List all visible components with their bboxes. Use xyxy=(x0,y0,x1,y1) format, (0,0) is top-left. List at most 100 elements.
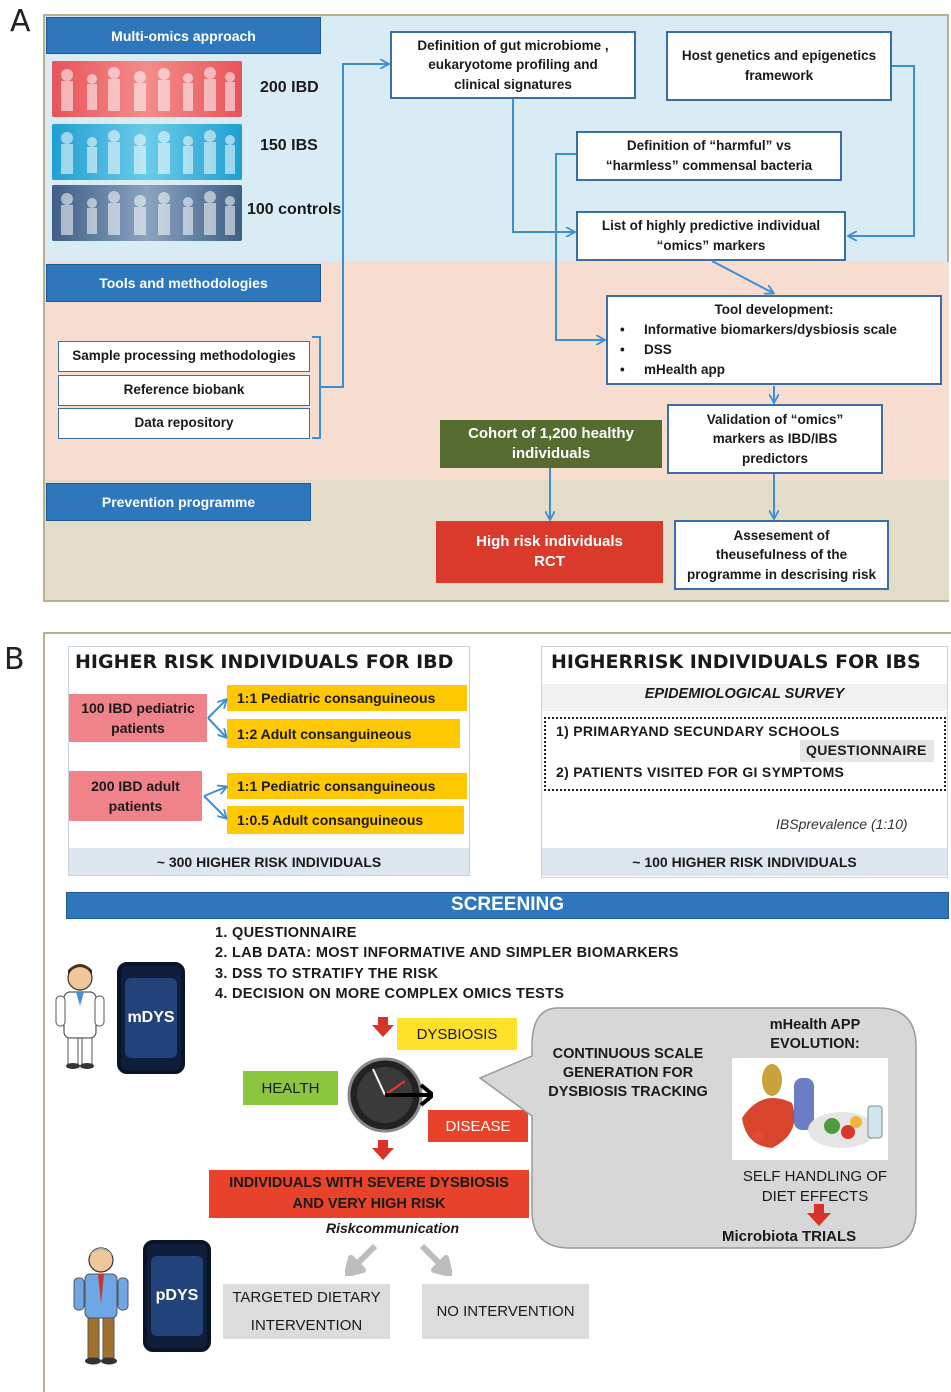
mdys-label: mDYS xyxy=(125,978,177,1058)
targeted-line-1: TARGETED DIETARY xyxy=(232,1288,381,1306)
method-data-repository: Data repository xyxy=(58,408,310,439)
tool-item: DSS xyxy=(614,340,934,361)
tool-item: Informative biomarkers/dysbiosis scale xyxy=(614,320,934,341)
mhealth-line-1: mHealth APP xyxy=(769,1017,861,1033)
ibs-survey-bar xyxy=(542,684,947,711)
assessment-line-2: theusefulness of the xyxy=(715,547,848,563)
ibd-adult-line-2: patients xyxy=(108,798,163,814)
high-risk-rct-box: High risk individuals RCT xyxy=(436,521,663,583)
tool-development-box: Tool development: Informative biomarkers… xyxy=(606,295,942,385)
arrow-down-icon xyxy=(372,1017,394,1037)
markers-box: List of highly predictive individual “om… xyxy=(576,211,846,261)
targeted-line-2: INTERVENTION xyxy=(250,1316,363,1334)
people-silhouettes-icon xyxy=(61,67,235,111)
highrisk-line-2: RCT xyxy=(534,553,565,570)
self-line-1: SELF HANDLING OF xyxy=(742,1168,888,1185)
harmful-box: Definition of “harmful” vs “harmless” co… xyxy=(576,131,842,181)
people-silhouettes-icon xyxy=(61,130,235,174)
highrisk-line-1: High risk individuals xyxy=(476,532,623,550)
screening-step-4: 4. DECISION ON MORE COMPLEX OMICS TESTS xyxy=(215,986,565,1002)
screening-step-3: 3. DSS TO STRATIFY THE RISK xyxy=(215,966,439,982)
health-label: HEALTH xyxy=(243,1071,338,1105)
mdys-phone: mDYS xyxy=(117,962,185,1074)
controls-cohort-label: 100 controls xyxy=(247,201,342,218)
cohort-line-1: Cohort of 1,200 healthy xyxy=(468,424,634,442)
host-line-1: Host genetics and epigenetics xyxy=(681,47,877,63)
validation-line-3: predictors xyxy=(741,450,809,466)
ibd-ratio-2: 1:2 Adult consanguineous xyxy=(227,719,460,748)
panel-a-letter: A xyxy=(10,4,31,39)
ibs-crowd-image xyxy=(52,124,242,180)
grey-arrow-right-icon xyxy=(419,1243,452,1276)
self-handling-text: SELF HANDLING OF DIET EFFECTS xyxy=(725,1167,905,1206)
arrow-down-icon xyxy=(372,1140,394,1160)
risk-communication: Riskcommunication xyxy=(326,1220,460,1236)
ibs-line-1b: QUESTIONNAIRE xyxy=(806,742,927,758)
ibd-pediatric-group: 100 IBD pediatric patients xyxy=(69,694,207,742)
definition-box: Definition of gut microbiome , eukaryoto… xyxy=(390,31,636,99)
method-sample-processing: Sample processing methodologies xyxy=(58,341,310,372)
screening-step-2: 2. LAB DATA: MOST INFORMATIVE AND SIMPLE… xyxy=(215,945,679,961)
ibd-ratio-4: 1:0.5 Adult consanguineous xyxy=(227,806,464,834)
validation-line-1: Validation of “omics” xyxy=(706,411,844,427)
ibs-line-1: 1) PRIMARYAND SECUNDARY SCHOOLS xyxy=(556,723,840,739)
tool-item: mHealth app xyxy=(614,360,934,381)
markers-line-1: List of highly predictive individual xyxy=(601,217,821,233)
pdys-phone: pDYS xyxy=(143,1240,211,1352)
host-genetics-box: Host genetics and epigenetics framework xyxy=(666,31,892,101)
ibd-ratio-3: 1:1 Pediatric consanguineous xyxy=(227,773,467,799)
continuous-line-3: DYSBIOSIS TRACKING xyxy=(548,1083,708,1100)
multiomics-header: Multi-omics approach xyxy=(46,17,321,54)
ibs-questionnaire-highlight xyxy=(800,740,934,762)
harmful-line-2: “harmless” commensal bacteria xyxy=(605,158,813,173)
continuous-line-1: CONTINUOUS SCALE xyxy=(552,1046,704,1062)
ibd-pediatric-line-1: 100 IBD pediatric xyxy=(81,699,195,716)
targeted-intervention-box: TARGETED DIETARY INTERVENTION xyxy=(223,1284,390,1339)
harmful-line-1: Definition of “harmful” vs xyxy=(626,137,792,153)
microbiota-trials: Microbiota TRIALS xyxy=(722,1228,857,1245)
markers-line-2: “omics” markers xyxy=(656,238,766,253)
ibs-title: HIGHERRISK INDIVIDUALS FOR IBS xyxy=(551,651,921,673)
mhealth-evolution-text: mHealth APP EVOLUTION: xyxy=(745,1016,885,1054)
screening-bar xyxy=(66,892,949,919)
cohort-healthy-box: Cohort of 1,200 healthy individuals xyxy=(440,420,662,468)
arrow-down-icon xyxy=(807,1204,831,1226)
ibs-prevalence: IBSprevalence (1:10) xyxy=(776,816,908,832)
panel-b-frame xyxy=(43,632,951,1392)
tools-header: Tools and methodologies xyxy=(46,264,321,302)
assessment-line-3: programme in descrising risk xyxy=(686,566,877,582)
panel-a-connectors xyxy=(312,0,915,610)
doctor-icon xyxy=(55,964,105,1069)
ibs-cohort-label: 150 IBS xyxy=(260,137,318,154)
definition-line-2: eukaryotome profiling and xyxy=(428,57,598,73)
ibd-crowd-image xyxy=(52,61,242,117)
ibd-ratio-1: 1:1 Pediatric consanguineous xyxy=(227,685,467,711)
people-silhouettes-icon xyxy=(61,191,235,235)
tool-title: Tool development: xyxy=(714,301,834,317)
validation-box: Validation of “omics” markers as IBD/IBS… xyxy=(667,404,883,474)
ibs-survey-label: EPIDEMIOLOGICAL SURVEY xyxy=(644,686,845,702)
definition-line-3: clinical signatures xyxy=(454,76,572,92)
definition-line-1: Definition of gut microbiome , xyxy=(417,37,609,53)
ibs-footer: ~ 100 HIGHER RISK INDIVIDUALS xyxy=(542,848,947,876)
ibd-pediatric-line-2: patients xyxy=(111,720,165,736)
dysbiosis-gauge xyxy=(347,1057,433,1133)
patient-icon xyxy=(73,1247,129,1365)
ibd-adult-group: 200 IBD adult patients xyxy=(69,771,202,821)
severe-line-1: INDIVIDUALS WITH SEVERE DYSBIOSIS xyxy=(229,1174,509,1191)
ibd-branch-arrows xyxy=(203,0,951,880)
food-diet-image xyxy=(732,1058,888,1160)
screening-label: SCREENING xyxy=(451,894,564,915)
pdys-label: pDYS xyxy=(151,1256,203,1336)
severe-dysbiosis-box: INDIVIDUALS WITH SEVERE DYSBIOSIS AND VE… xyxy=(209,1170,529,1218)
severe-line-2: AND VERY HIGH RISK xyxy=(292,1196,446,1212)
continuous-line-2: GENERATION FOR xyxy=(562,1064,694,1081)
validation-line-2: markers as IBD/IBS xyxy=(712,431,838,447)
prevention-header: Prevention programme xyxy=(46,483,311,521)
continuous-scale-text: CONTINUOUS SCALE GENERATION FOR DYSBIOSI… xyxy=(538,1045,718,1102)
ibd-section xyxy=(68,646,470,876)
host-line-2: framework xyxy=(744,68,814,83)
assessment-line-1: Assesement of xyxy=(733,527,830,543)
grey-arrow-left-icon xyxy=(345,1243,378,1276)
ibd-title: HIGHER RISK INDIVIDUALS FOR IBD xyxy=(75,651,454,673)
